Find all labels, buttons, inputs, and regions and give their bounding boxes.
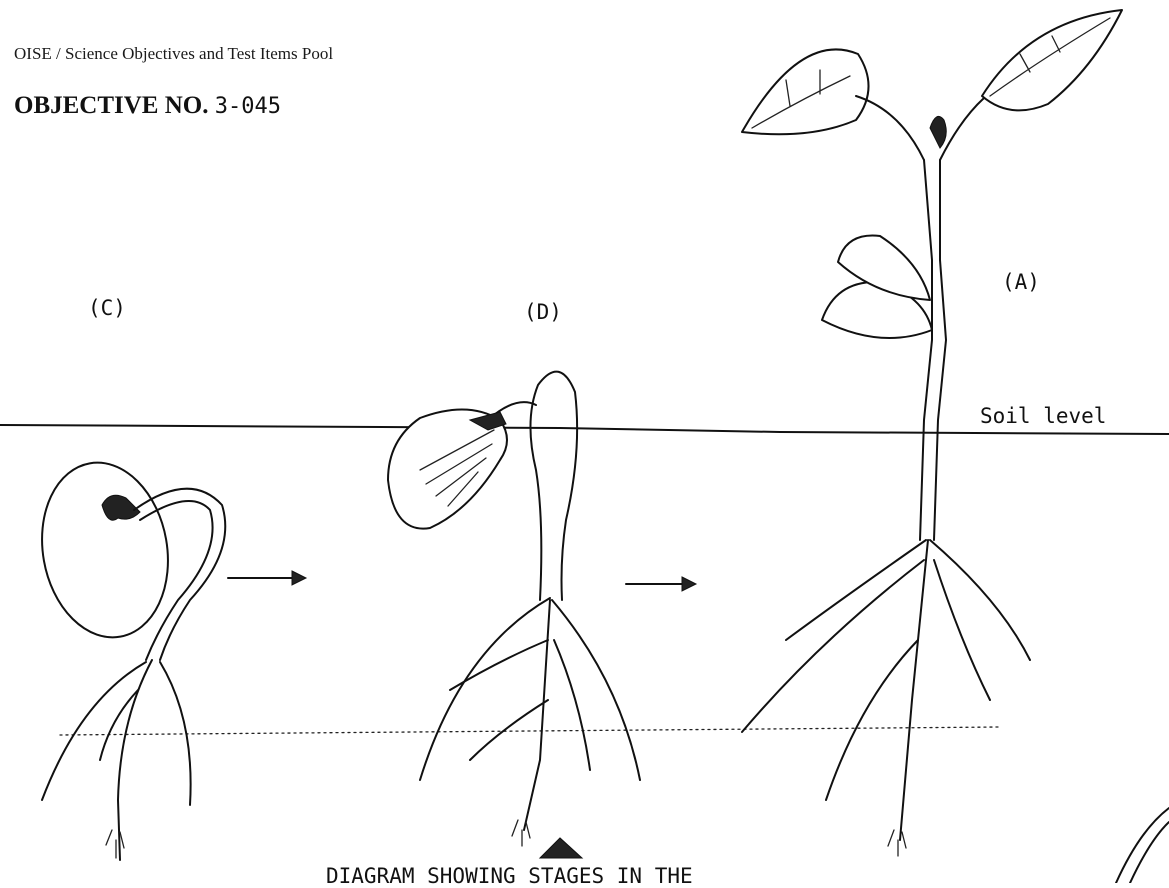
dotted-guide-line [60,727,1000,735]
triangle-marker [540,838,582,858]
leaf-a1 [742,49,869,134]
arrow-1 [228,571,306,585]
seedling-stage-d [388,372,640,846]
leaf-a2 [982,10,1122,110]
seed-c [29,453,182,648]
arrow-2 [626,577,696,591]
soil-level-label: Soil level [980,404,1106,428]
partial-curve [1116,808,1169,883]
diagram-caption: DIAGRAM SHOWING STAGES IN THE [326,864,693,888]
seedling-stage-c [29,453,226,860]
